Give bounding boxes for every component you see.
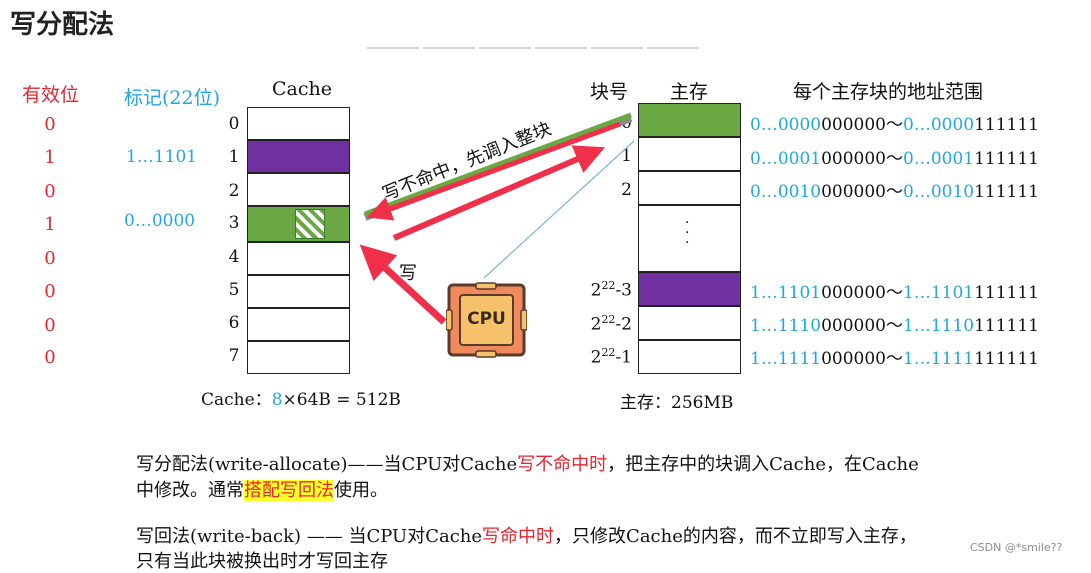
page-title: 写分配法 xyxy=(10,10,115,40)
memory-block xyxy=(638,306,741,340)
block-number-header: 块号 xyxy=(590,81,629,103)
cache-line-index: 2 xyxy=(228,181,240,201)
cache-line-index: 5 xyxy=(228,280,240,300)
cache-line-index: 7 xyxy=(228,346,240,366)
memory-block xyxy=(638,272,741,306)
cache-line xyxy=(247,107,350,140)
red-arrow-cpu-write xyxy=(359,244,447,325)
cache-line xyxy=(247,140,350,173)
valid-bit: 0 xyxy=(44,248,56,269)
csdn-watermark: CSDN @*smile?? xyxy=(970,541,1063,554)
paragraph-write-allocate-line2: 中修改。通常搭配写回法使用。 xyxy=(136,480,388,501)
block-label: 222-3 xyxy=(590,279,632,301)
cache-size-label: Cache：8×64B = 512B xyxy=(201,390,401,410)
modified-word-hatch xyxy=(295,209,325,239)
paragraph-write-back-line2: 只有当此块被换出时才写回主存 xyxy=(136,551,388,572)
block-label: 1 xyxy=(621,146,632,166)
block-label: 222-1 xyxy=(590,346,632,368)
ellipsis-dots: · · · xyxy=(685,215,690,251)
memory-block xyxy=(638,137,741,171)
cpu-memory-line xyxy=(483,140,635,279)
cache-line xyxy=(247,308,350,341)
top-divider xyxy=(591,47,643,49)
address-range: 1…1101000000～1…1101111111 xyxy=(750,283,1039,303)
write-arrow-label: 写 xyxy=(399,263,417,284)
valid-bit: 0 xyxy=(44,281,56,302)
cache-line-index: 6 xyxy=(228,313,240,333)
cache-line-index: 4 xyxy=(228,247,240,267)
top-divider xyxy=(423,47,475,49)
cache-line-target xyxy=(247,206,350,242)
tag-value: 0…0000 xyxy=(124,211,196,231)
red-arrow-to-memory xyxy=(392,145,606,241)
address-range: 0…0000000000～0…0000111111 xyxy=(750,115,1039,135)
cache-line-index: 0 xyxy=(228,114,240,134)
block-label: 222-2 xyxy=(590,313,632,335)
address-range: 1…1111000000～1…1111111111 xyxy=(750,349,1039,369)
memory-block-gap: · · · xyxy=(638,205,741,272)
address-range: 1…1110000000～1…1110111111 xyxy=(750,316,1039,336)
paragraph-write-back-line1: 写回法(write-back) —— 当CPU对Cache写命中时，只修改Cac… xyxy=(136,526,917,547)
cache-line xyxy=(247,341,350,374)
green-arrow-line xyxy=(364,112,632,217)
main-memory-header: 主存 xyxy=(670,81,709,103)
valid-bit: 0 xyxy=(44,181,56,202)
tag-header: 标记(22位) xyxy=(124,87,221,109)
address-range: 0…0010000000～0…0010111111 xyxy=(750,182,1039,202)
cache-line-index: 1 xyxy=(228,147,240,167)
top-divider xyxy=(479,47,531,49)
memory-block xyxy=(638,340,741,374)
block-label: 2 xyxy=(621,180,632,200)
cache-header: Cache xyxy=(272,78,332,100)
valid-bit: 1 xyxy=(44,214,56,235)
red-arrow-to-cache xyxy=(366,121,621,221)
cache-line-index: 3 xyxy=(228,213,240,233)
address-range: 0…0001000000～0…0001111111 xyxy=(750,149,1039,169)
cache-line xyxy=(247,242,350,275)
top-divider xyxy=(647,47,699,49)
cpu-label: CPU xyxy=(467,309,506,329)
paragraph-write-allocate-line1: 写分配法(write-allocate)——当CPU对Cache写不命中时，把主… xyxy=(136,454,919,475)
top-divider xyxy=(367,47,419,49)
cpu-icon: CPU xyxy=(445,282,528,358)
valid-bit: 0 xyxy=(44,114,56,135)
valid-bit: 0 xyxy=(44,315,56,336)
valid-bit: 0 xyxy=(44,347,56,368)
cache-line xyxy=(247,173,350,206)
memory-size-label: 主存：256MB xyxy=(620,393,734,413)
cache-line xyxy=(247,275,350,308)
top-divider xyxy=(535,47,587,49)
valid-bit-header: 有效位 xyxy=(22,84,80,106)
memory-block xyxy=(638,103,741,137)
tag-value: 1…1101 xyxy=(126,147,198,167)
valid-bit: 1 xyxy=(44,147,56,168)
address-range-header: 每个主存块的地址范围 xyxy=(793,81,984,103)
memory-block xyxy=(638,171,741,205)
